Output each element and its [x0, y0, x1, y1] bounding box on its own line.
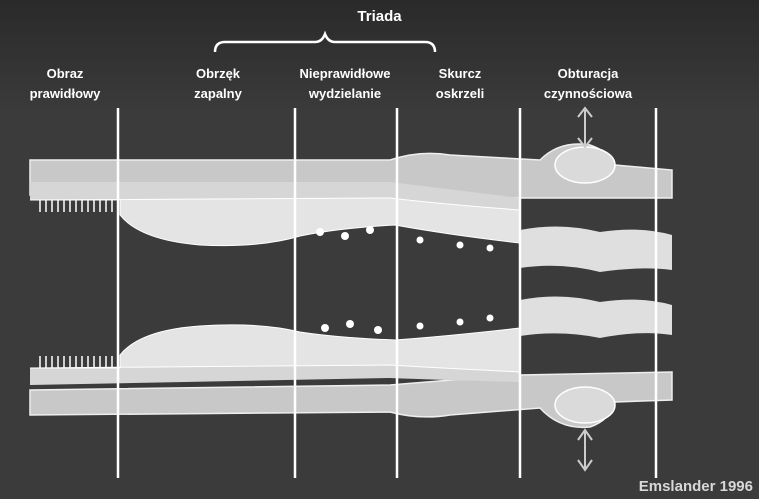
upper-wall [30, 144, 672, 272]
credit-label: Emslander 1996 [639, 478, 753, 495]
stage-label-obstruction: Obturacja czynnościowa [518, 64, 658, 104]
stage-label-edema: Obrzęk zapalny [148, 64, 288, 104]
stage-label-normal: Obraz prawidłowy [0, 64, 135, 104]
triad-title: Triada [0, 8, 759, 25]
triad-brace [215, 34, 435, 52]
stage-label-bronchospasm: Skurcz oskrzeli [390, 64, 530, 104]
lower-wall [30, 296, 672, 427]
mucus-droplets [316, 226, 494, 334]
